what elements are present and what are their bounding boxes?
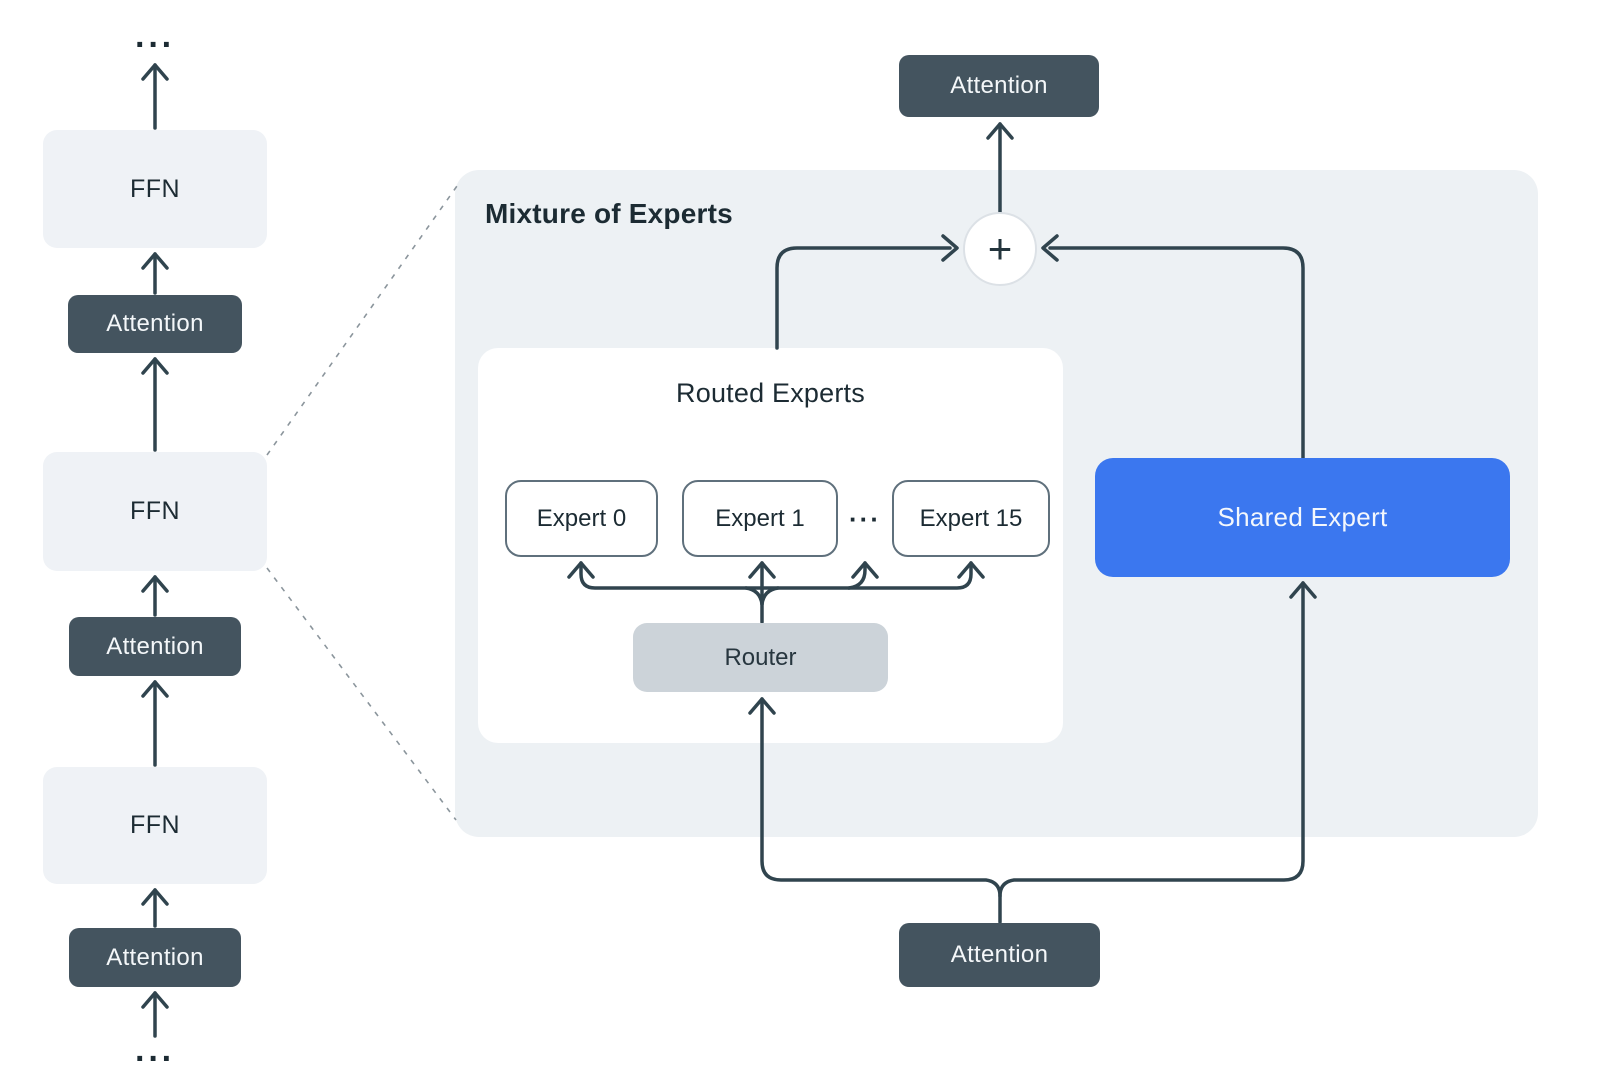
- attention-block-middle: Attention: [69, 617, 241, 676]
- zoom-link-top-line: [266, 185, 458, 456]
- ellipsis-top-icon: ···: [135, 26, 175, 64]
- moe-panel-title: Mixture of Experts: [485, 198, 733, 229]
- ffn-block-top: FFN: [43, 130, 267, 248]
- sum-node: +: [963, 212, 1037, 286]
- zoom-link-bottom-line: [266, 567, 457, 821]
- shared-expert-block: Shared Expert: [1095, 458, 1510, 577]
- experts-ellipsis-icon: ···: [849, 504, 881, 534]
- expert-0-block: Expert 0: [505, 480, 658, 557]
- expert-15-block: Expert 15: [892, 480, 1050, 557]
- expert-1-block: Expert 1: [682, 480, 838, 557]
- attention-block-output: Attention: [899, 55, 1099, 117]
- attention-block-lower: Attention: [69, 928, 241, 987]
- ellipsis-bottom-icon: ···: [135, 1040, 175, 1078]
- router-block: Router: [633, 623, 888, 692]
- routed-experts-title: Routed Experts: [676, 378, 865, 408]
- attention-block-upper: Attention: [68, 295, 242, 353]
- ffn-block-bottom: FFN: [43, 767, 267, 884]
- ffn-block-middle: FFN: [43, 452, 267, 571]
- attention-block-input: Attention: [899, 923, 1100, 987]
